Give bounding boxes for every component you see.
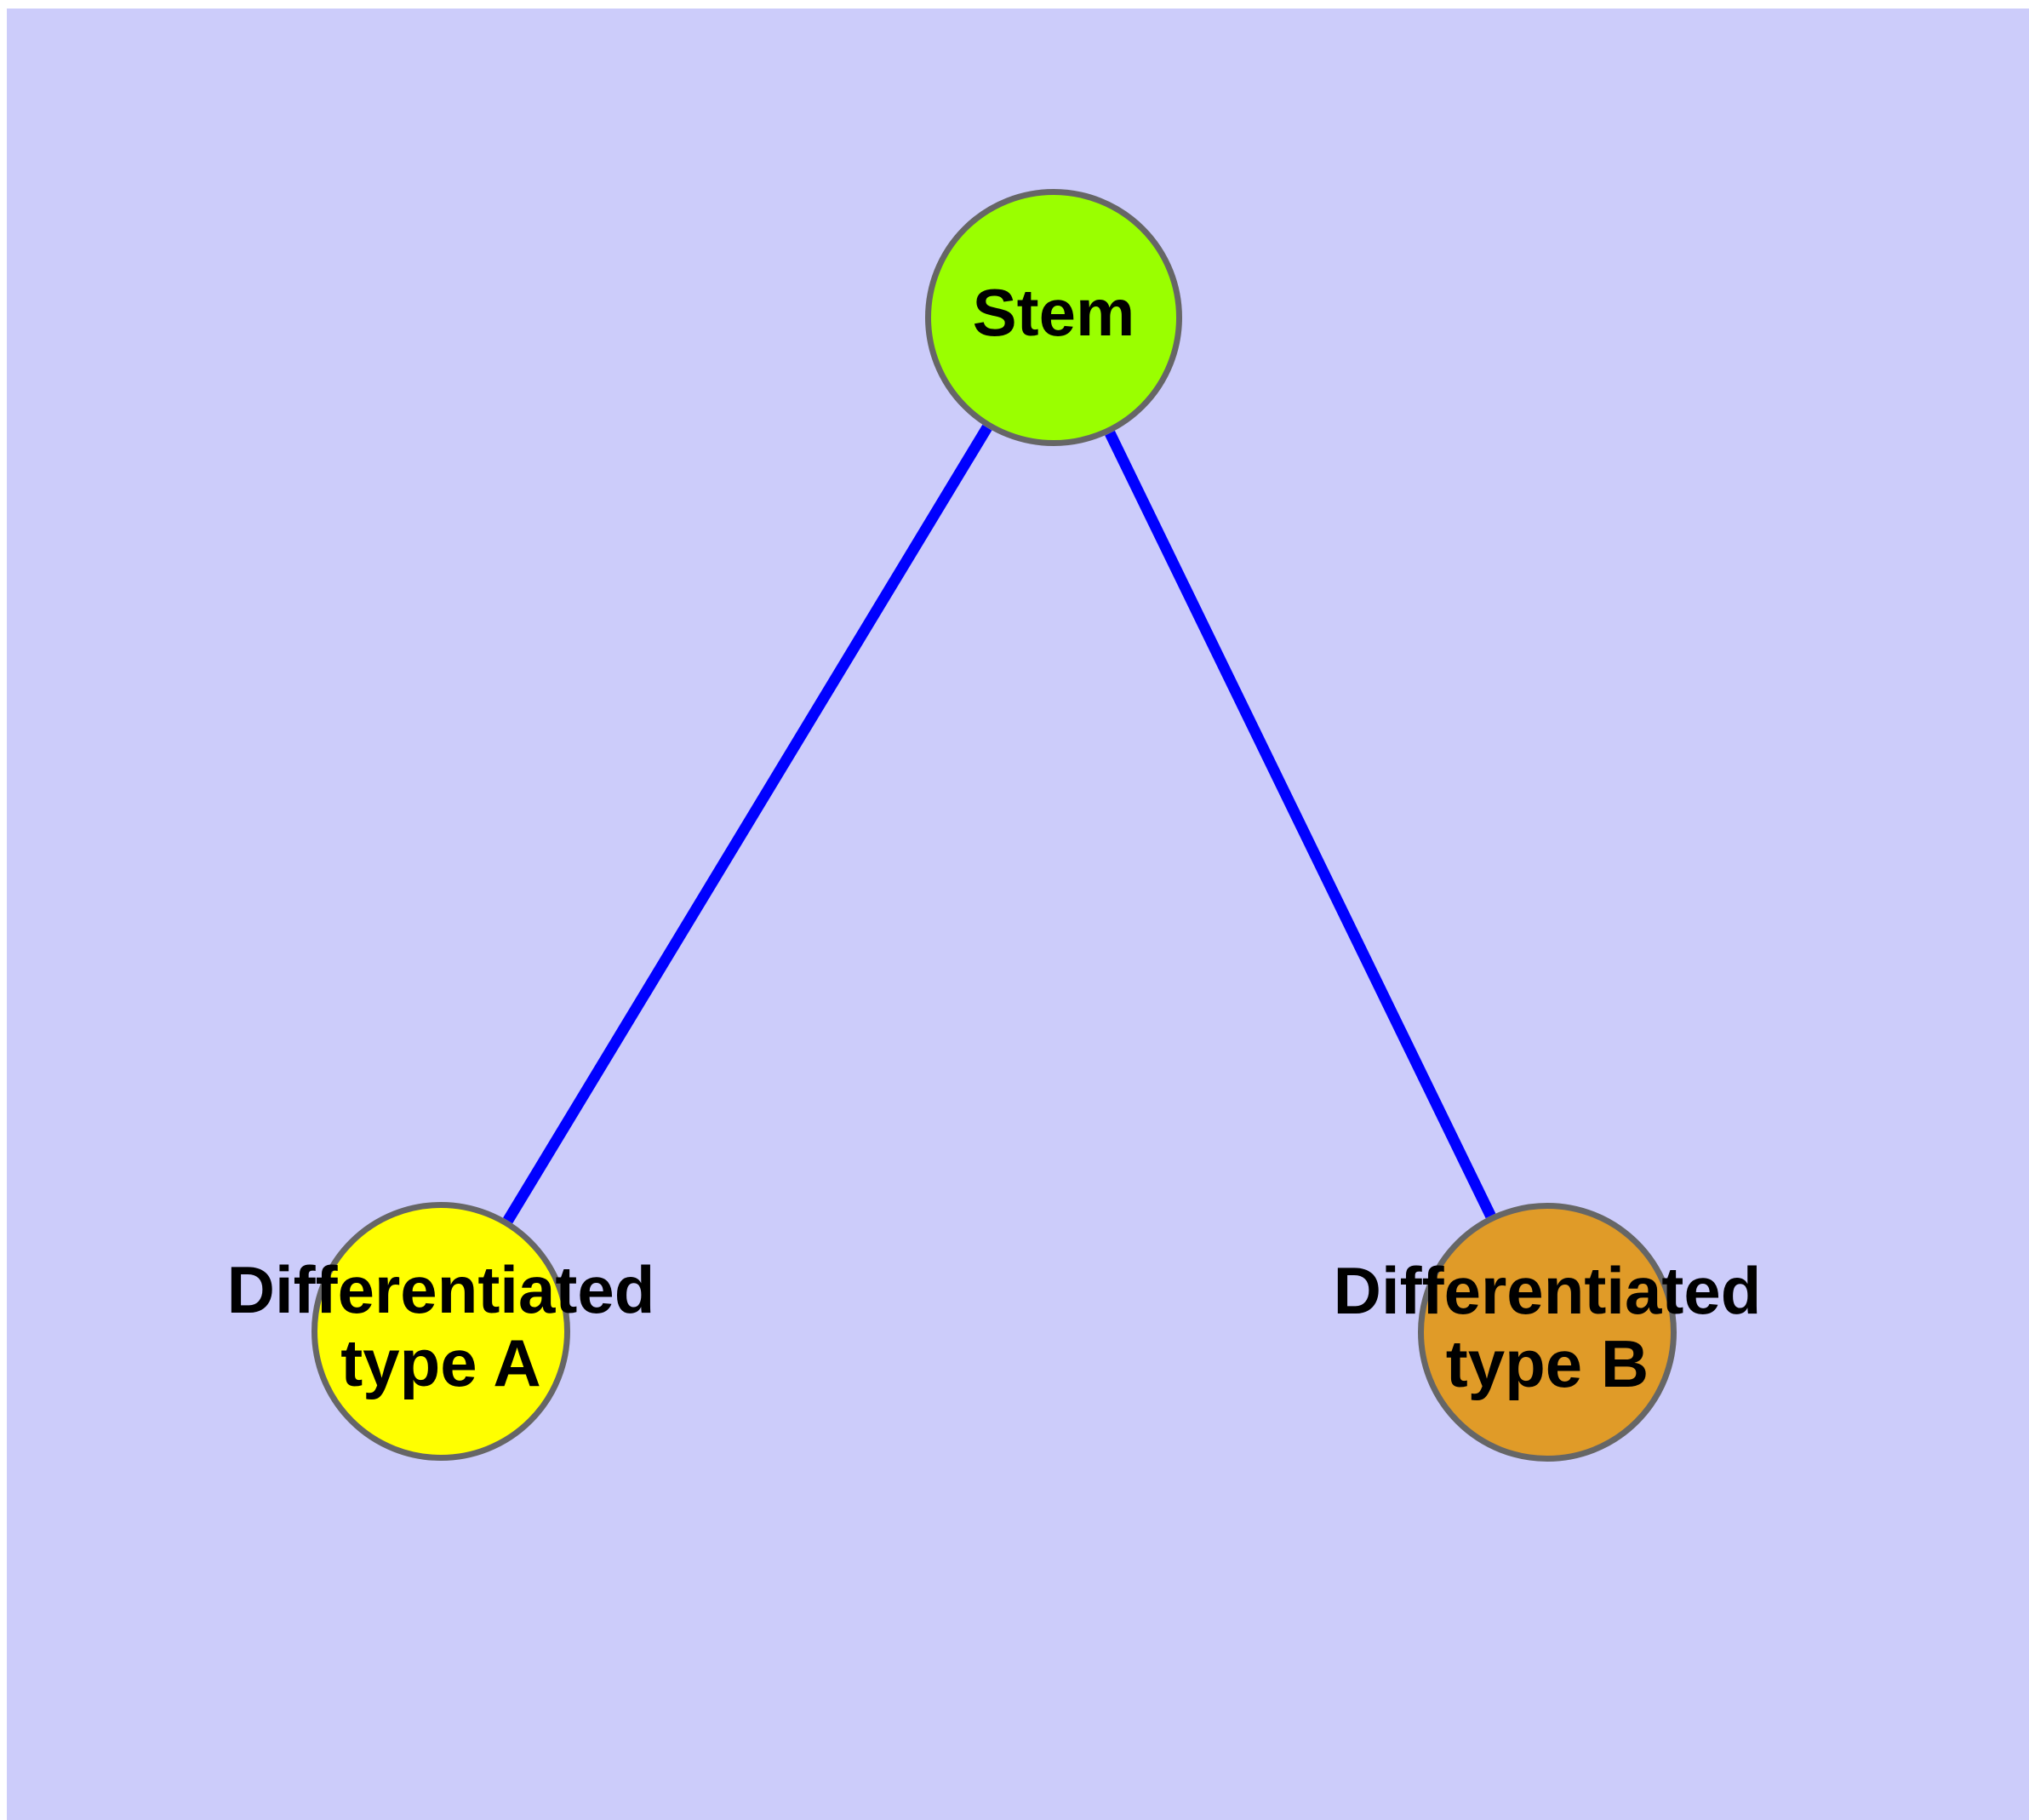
node-label-line: type B [1446, 1326, 1649, 1401]
node-circle-diff_a[interactable] [311, 1202, 570, 1461]
edge-stem-diff_a[interactable] [503, 424, 992, 1224]
node-circle-stem[interactable] [925, 189, 1182, 446]
node-label-line: Differentiated [227, 1252, 655, 1327]
edge-layer [503, 424, 1496, 1224]
node-circle-diff_b[interactable] [1418, 1203, 1677, 1462]
node-label-line: Differentiated [1334, 1253, 1762, 1328]
node-label-line: Stem [973, 275, 1135, 350]
edge-stem-diff_b[interactable] [1105, 430, 1496, 1219]
graph-node-diff_b[interactable] [1418, 1203, 1677, 1462]
node-label-line: type A [340, 1325, 541, 1400]
graph-node-diff_a[interactable] [311, 1202, 570, 1461]
node-label-stem: Stem [973, 275, 1135, 350]
graph-node-stem[interactable] [925, 189, 1182, 446]
